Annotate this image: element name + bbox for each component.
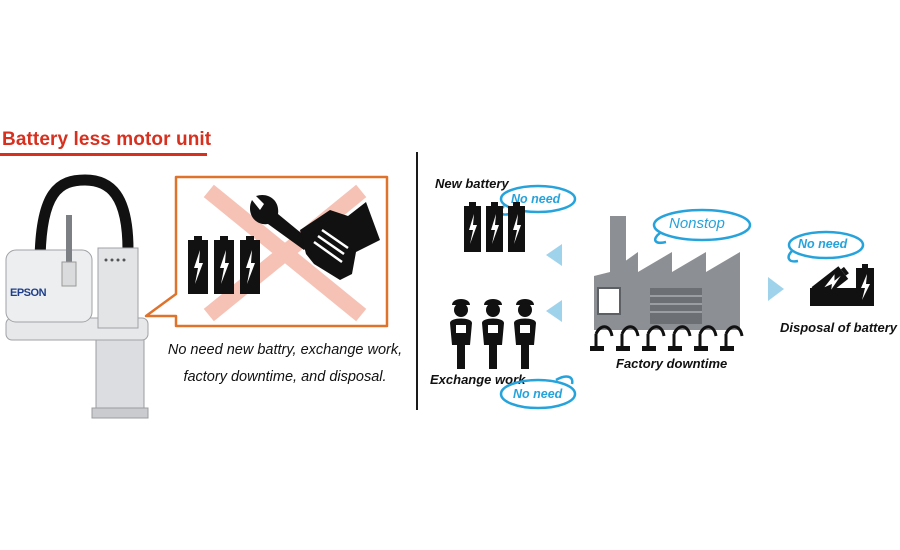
- arrow-left-icon: [546, 300, 562, 322]
- arrow-right-icon: [768, 277, 784, 301]
- factory-downtime-label: Factory downtime: [616, 356, 728, 371]
- no-need-text-1: No need: [511, 192, 561, 206]
- callout-caption-line2: factory downtime, and disposal.: [183, 369, 387, 385]
- arrow-left-icon: [546, 244, 562, 266]
- worker-icon: [450, 299, 536, 369]
- factory-icon: [590, 216, 744, 351]
- title-underline: [0, 153, 207, 156]
- battery-icon: [464, 202, 525, 252]
- no-need-bubble-disposal: [787, 230, 865, 263]
- discarded-battery-icon: [810, 264, 874, 306]
- callout-caption-line1: No need new battry, exchange work,: [167, 342, 403, 358]
- robot-logo: EPSON: [10, 287, 47, 299]
- no-need-text-3: No need: [798, 237, 848, 251]
- wrench-hand-icon: [249, 194, 380, 280]
- exchange-work-label: Exchange work: [430, 372, 526, 387]
- battery-icon: [188, 236, 260, 294]
- scara-robot-illustration: [5, 174, 149, 419]
- no-need-text-2: No need: [513, 387, 563, 401]
- no-need-bubble-exchange-work: [499, 375, 577, 410]
- nonstop-bubble: [652, 208, 752, 244]
- new-battery-label: New battery: [435, 176, 509, 191]
- page-title: Battery less motor unit: [2, 129, 212, 150]
- section-divider: [416, 152, 418, 410]
- nonstop-text: Nonstop: [669, 215, 725, 232]
- disposal-label: Disposal of battery: [780, 320, 898, 335]
